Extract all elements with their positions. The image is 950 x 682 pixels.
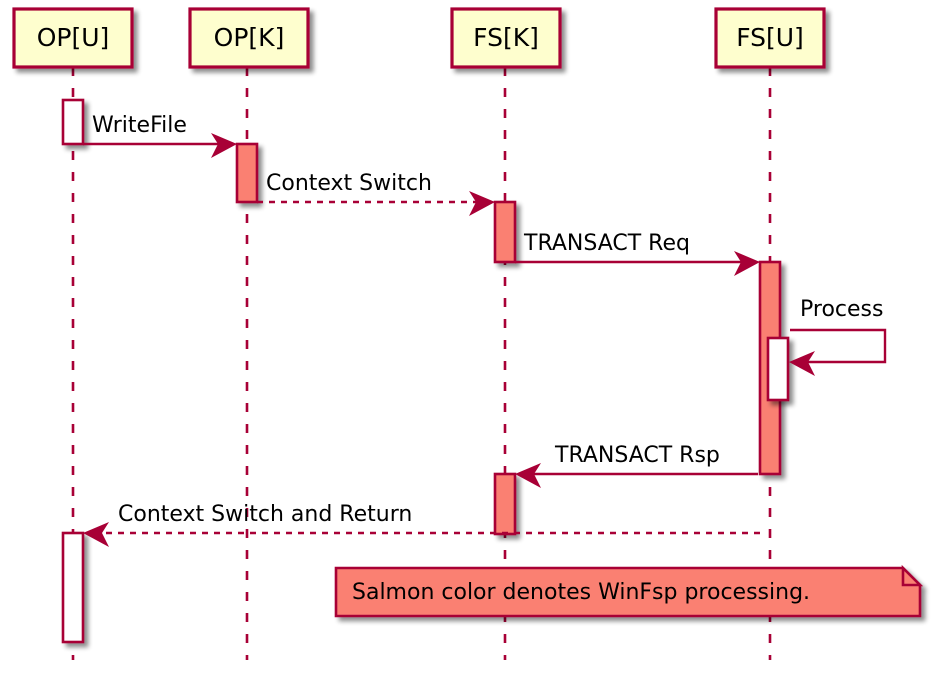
activation-fs-k-response: [493, 472, 517, 536]
message-transact-req[interactable]: TRANSACT Req: [515, 231, 760, 276]
message-context-switch-label: Context Switch: [266, 171, 432, 196]
activation-fs-k-request: [493, 200, 517, 264]
messages-group: WriteFile Context Switch TRANSACT Req Pr…: [83, 113, 887, 547]
note-body[interactable]: [334, 566, 922, 618]
message-transact-req-label: TRANSACT Req: [523, 231, 690, 256]
message-context-switch[interactable]: Context Switch: [257, 171, 495, 216]
participant-fs-k-label: FS[K]: [473, 23, 539, 52]
participant-fs-u[interactable]: FS[U]: [714, 7, 826, 69]
participant-op-u[interactable]: OP[U]: [12, 7, 134, 69]
participant-op-u-box[interactable]: [12, 7, 134, 69]
participant-op-k-label: OP[K]: [214, 23, 285, 52]
participant-fs-u-label: FS[U]: [736, 23, 804, 52]
message-context-switch-and-return-label: Context Switch and Return: [118, 502, 412, 527]
note-text: Salmon color denotes WinFsp processing.: [352, 580, 810, 605]
participant-fs-k[interactable]: FS[K]: [450, 7, 562, 69]
note-salmon-legend[interactable]: Salmon color denotes WinFsp processing.: [334, 564, 924, 618]
activation-op-k-winfsp: [235, 142, 259, 204]
message-process[interactable]: Process: [789, 297, 887, 376]
message-transact-rsp-label: TRANSACT Rsp: [554, 443, 720, 468]
activation-op-u-writefile: [61, 98, 85, 146]
arrow-head-icon-transact-rsp: [515, 463, 541, 488]
message-transact-rsp[interactable]: TRANSACT Rsp: [515, 443, 758, 488]
participant-fs-k-box[interactable]: [450, 7, 562, 69]
message-context-switch-and-return[interactable]: Context Switch and Return: [83, 502, 760, 547]
activation-fs-u-process-nested: [766, 336, 790, 402]
participant-op-k-box[interactable]: [188, 7, 310, 69]
arrow-head-icon-context-switch: [469, 191, 495, 216]
arrow-head-icon-context-switch-and-return: [83, 522, 109, 547]
arrow-head-icon-writefile: [211, 133, 237, 158]
activations-group: [61, 98, 790, 644]
participants-group: OP[U] OP[K] FS[K] FS[U]: [12, 7, 826, 69]
arrow-head-icon-process: [789, 351, 815, 376]
message-process-label: Process: [800, 297, 883, 322]
message-writefile[interactable]: WriteFile: [83, 113, 237, 158]
note-fold-corner-icon: [901, 564, 924, 587]
message-process-line: [790, 328, 887, 364]
activation-op-u-return: [61, 531, 85, 644]
arrow-head-icon-transact-req: [734, 251, 760, 276]
participant-op-u-label: OP[U]: [37, 23, 110, 52]
message-writefile-label: WriteFile: [92, 113, 187, 138]
participant-fs-u-box[interactable]: [714, 7, 826, 69]
participant-op-k[interactable]: OP[K]: [188, 7, 310, 69]
